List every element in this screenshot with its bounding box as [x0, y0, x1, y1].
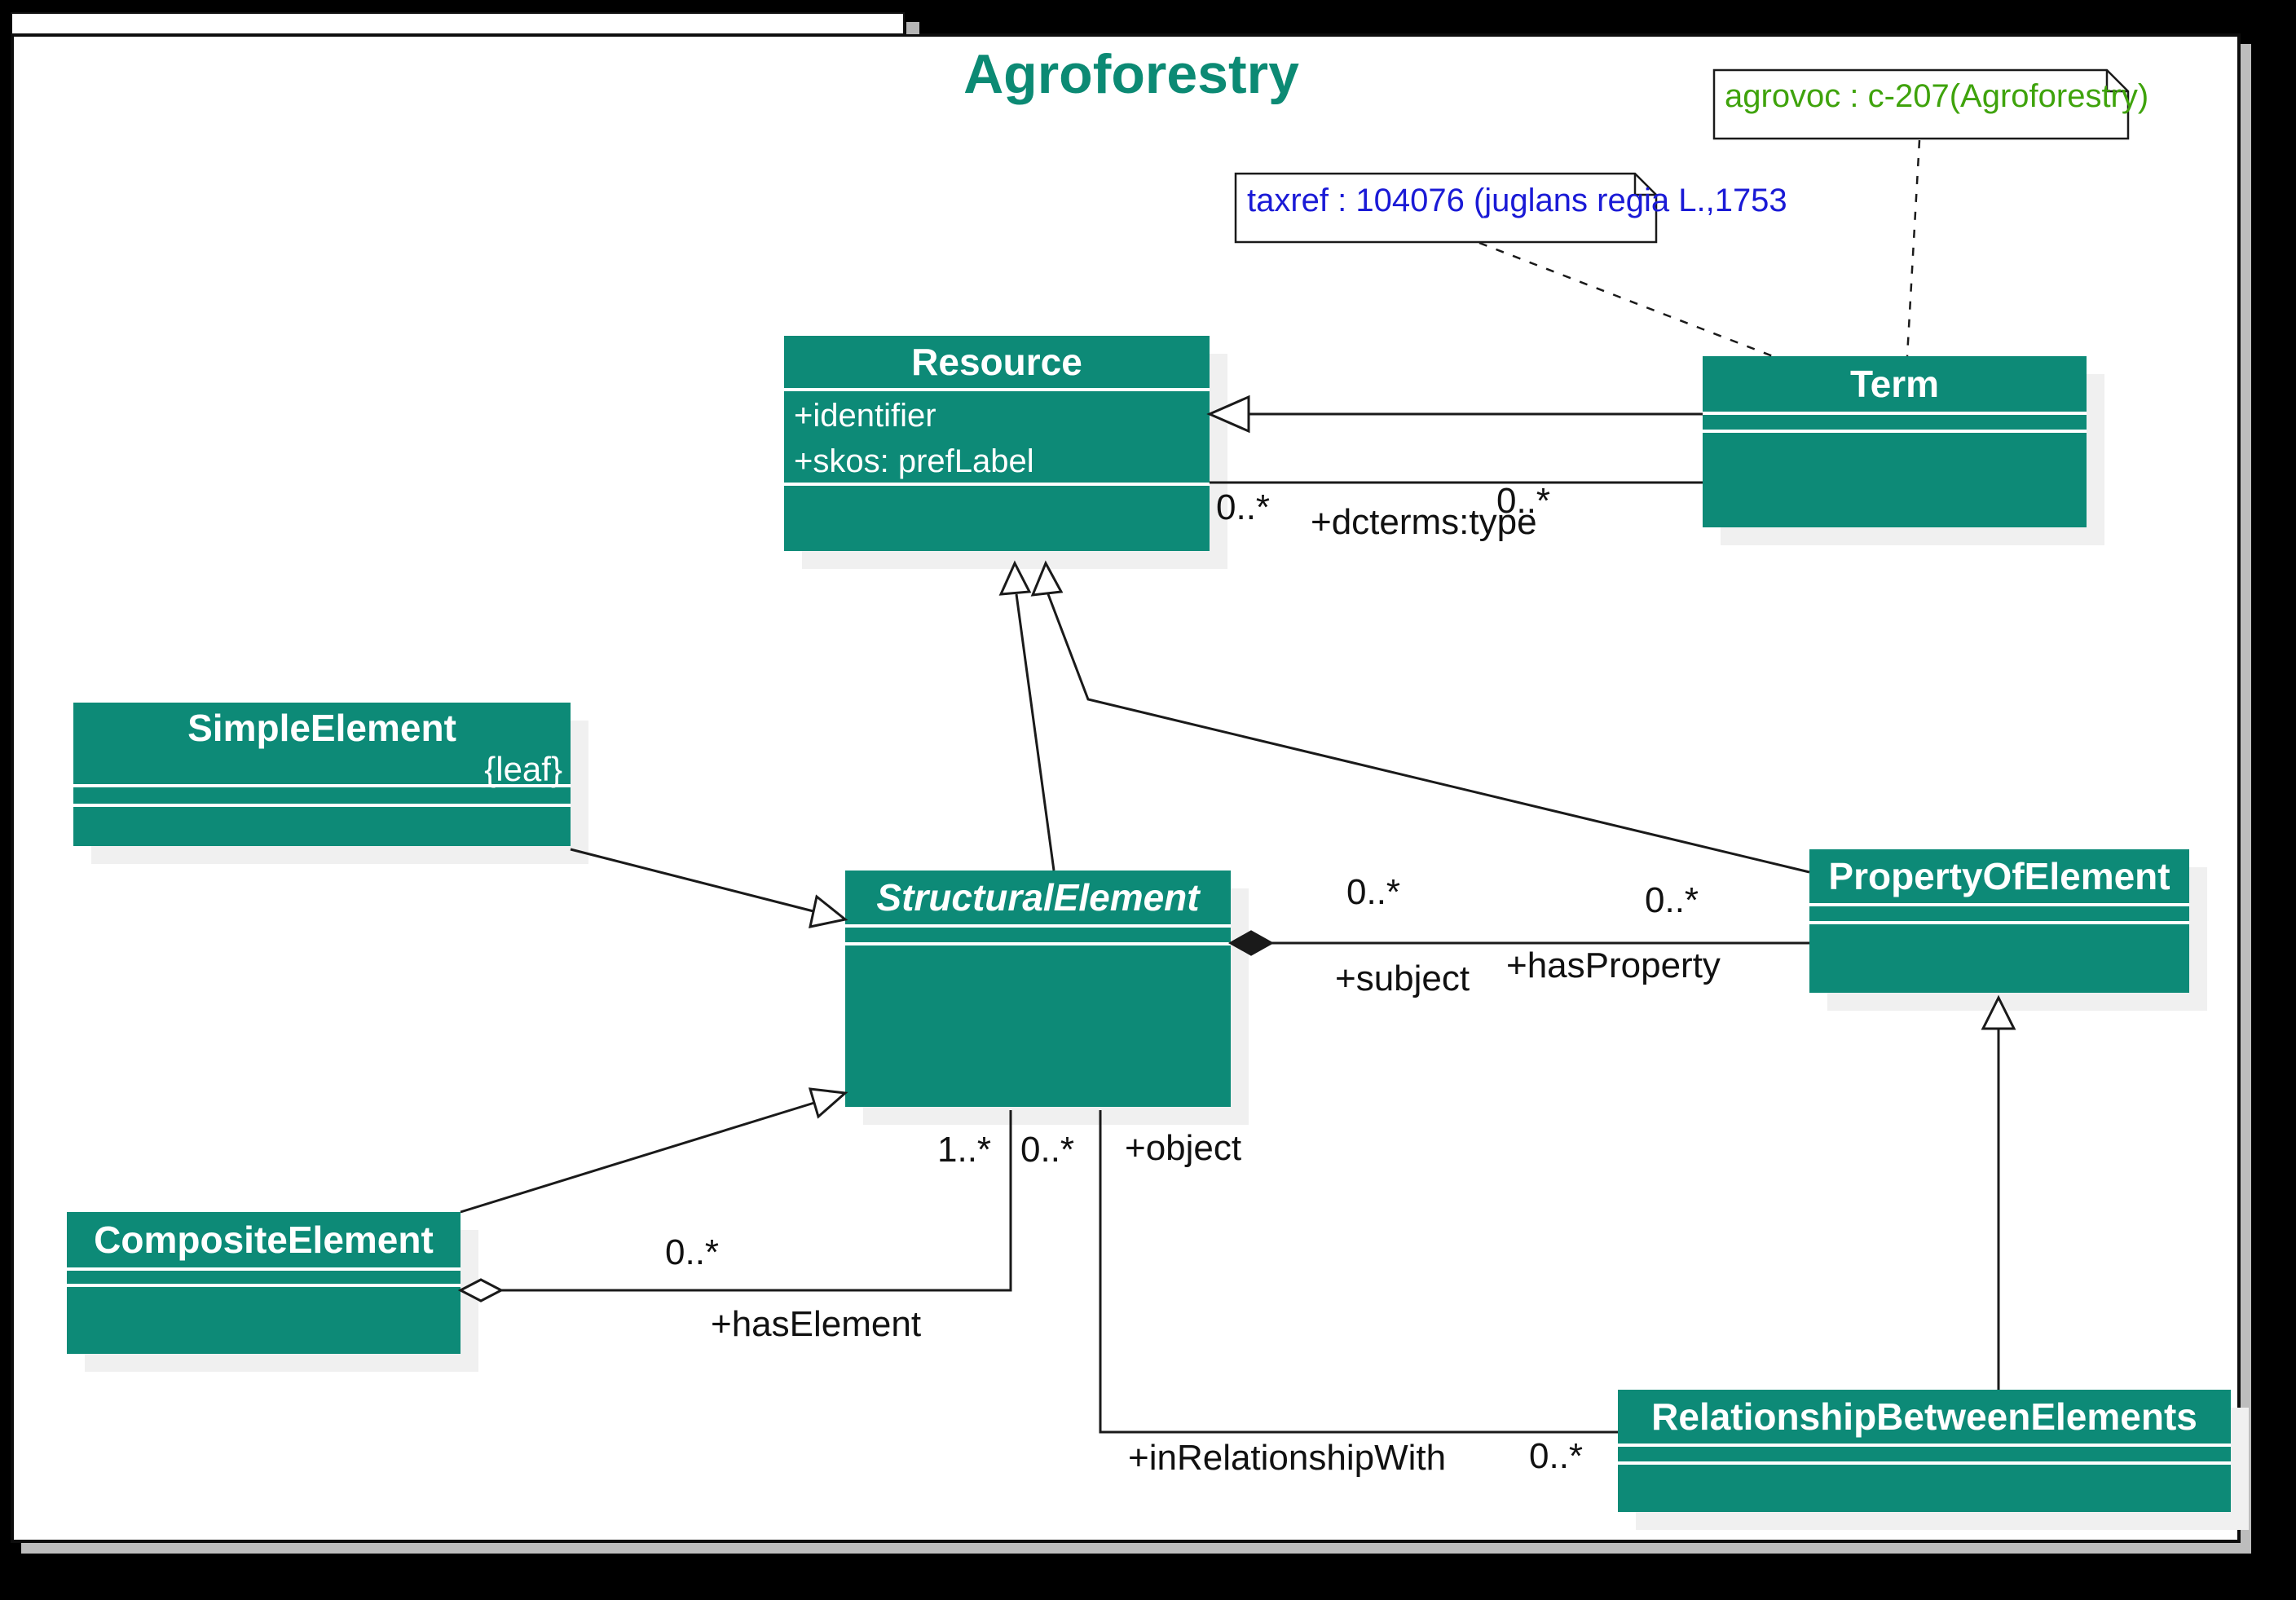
class-structural-element-name: StructuralElement — [876, 876, 1200, 919]
class-property-of-element-attributes — [1809, 903, 2189, 921]
class-simple-element-attributes — [73, 784, 571, 804]
class-term-attributes — [1703, 412, 2087, 430]
class-structural-element: StructuralElement — [845, 871, 1231, 1107]
generalization-composite-structural-line — [460, 1101, 815, 1214]
hollow-triangle-arrow-icon — [809, 894, 848, 928]
generalization-simple-structural-line — [570, 848, 814, 913]
multiplicity-element-has-element: 1..* — [937, 1130, 992, 1170]
class-resource: Resource +identifier +skos: prefLabel — [784, 336, 1210, 551]
attribute-identifier: +identifier — [794, 398, 936, 434]
class-composite-element-name: CompositeElement — [94, 1219, 434, 1261]
class-composite-element-operations — [67, 1284, 461, 1354]
note-agrovoc-fold-icon — [2105, 70, 2128, 93]
role-label-object: +object — [1125, 1128, 1242, 1168]
note-agrovoc-outline — [1712, 68, 2130, 140]
class-relationship-between-elements-operations — [1618, 1461, 2231, 1512]
class-simple-element-name: SimpleElement — [187, 707, 456, 749]
hollow-triangle-arrow-icon — [808, 1087, 848, 1119]
class-structural-element-attributes — [845, 924, 1231, 942]
multiplicity-composite-has-element: 0..* — [665, 1232, 720, 1272]
hollow-triangle-arrow-icon — [1206, 394, 1250, 434]
multiplicity-subject-has-property: 0..* — [1346, 872, 1401, 912]
hollow-triangle-arrow-icon — [1030, 560, 1064, 597]
class-property-of-element-name: PropertyOfElement — [1828, 855, 2170, 897]
class-term-operations — [1703, 430, 2087, 527]
class-resource-name: Resource — [911, 341, 1082, 383]
association-in-relationship-with-line — [1099, 1110, 1618, 1434]
class-property-of-element: PropertyOfElement — [1809, 849, 2189, 993]
note-link-taxref-term — [1479, 241, 1774, 358]
note-link-agrovoc-term — [1906, 139, 1921, 357]
class-simple-element-header: SimpleElement {leaf} — [73, 703, 571, 788]
class-resource-attributes: +identifier +skos: prefLabel — [784, 388, 1210, 483]
multiplicity-object-in-relationship: 0..* — [1020, 1130, 1075, 1170]
hollow-triangle-arrow-icon — [1981, 994, 2016, 1030]
note-agrovoc-text: agrovoc : c-207(Agroforestry) — [1725, 78, 2149, 114]
multiplicity-resource-dcterms: 0..* — [1216, 487, 1271, 527]
viewer-top-strip — [11, 12, 905, 35]
class-relationship-between-elements-name: RelationshipBetweenElements — [1651, 1395, 2197, 1438]
class-structural-element-operations — [845, 942, 1231, 1107]
note-taxref-outline — [1234, 172, 1658, 244]
multiplicity-relationship-in-relationship: 0..* — [1529, 1436, 1584, 1476]
class-simple-element: SimpleElement {leaf} — [73, 703, 571, 846]
association-has-element-line — [501, 1110, 1012, 1292]
multiplicity-property-has-property: 0..* — [1645, 880, 1699, 920]
class-simple-element-constraint: {leaf} — [484, 750, 562, 788]
role-label-subject: +subject — [1335, 959, 1470, 998]
generalization-structural-resource-line — [1015, 593, 1055, 871]
association-label-has-element: +hasElement — [711, 1304, 922, 1344]
note-taxref-text: taxref : 104076 (juglans regia L.,1753 — [1247, 183, 1787, 218]
class-property-of-element-operations — [1809, 921, 2189, 993]
diagram-title: Agroforestry — [963, 43, 1299, 105]
class-term: Term — [1703, 356, 2087, 527]
class-relationship-between-elements-attributes — [1618, 1444, 2231, 1461]
association-label-has-property: +hasProperty — [1506, 945, 1721, 985]
note-taxref-fold-icon — [1633, 174, 1656, 196]
class-resource-operations — [784, 483, 1210, 551]
class-simple-element-operations — [73, 804, 571, 846]
association-label-in-relationship-with: +inRelationshipWith — [1128, 1438, 1447, 1478]
multiplicity-term-dcterms: 0..* — [1496, 481, 1551, 521]
hollow-triangle-arrow-icon — [998, 560, 1032, 596]
class-composite-element: CompositeElement — [67, 1212, 461, 1354]
class-term-name: Term — [1849, 363, 1940, 405]
viewer-resize-handle — [906, 22, 919, 34]
association-label-dcterms-type: +dcterms:type — [1311, 502, 1537, 542]
class-relationship-between-elements: RelationshipBetweenElements — [1618, 1390, 2231, 1512]
class-composite-element-attributes — [67, 1267, 461, 1284]
aggregation-diamond-icon — [457, 1278, 505, 1302]
attribute-skos-preflabel: +skos: prefLabel — [794, 443, 1034, 479]
composition-diamond-icon — [1227, 930, 1275, 956]
generalization-property-resource-line — [1047, 593, 1810, 874]
